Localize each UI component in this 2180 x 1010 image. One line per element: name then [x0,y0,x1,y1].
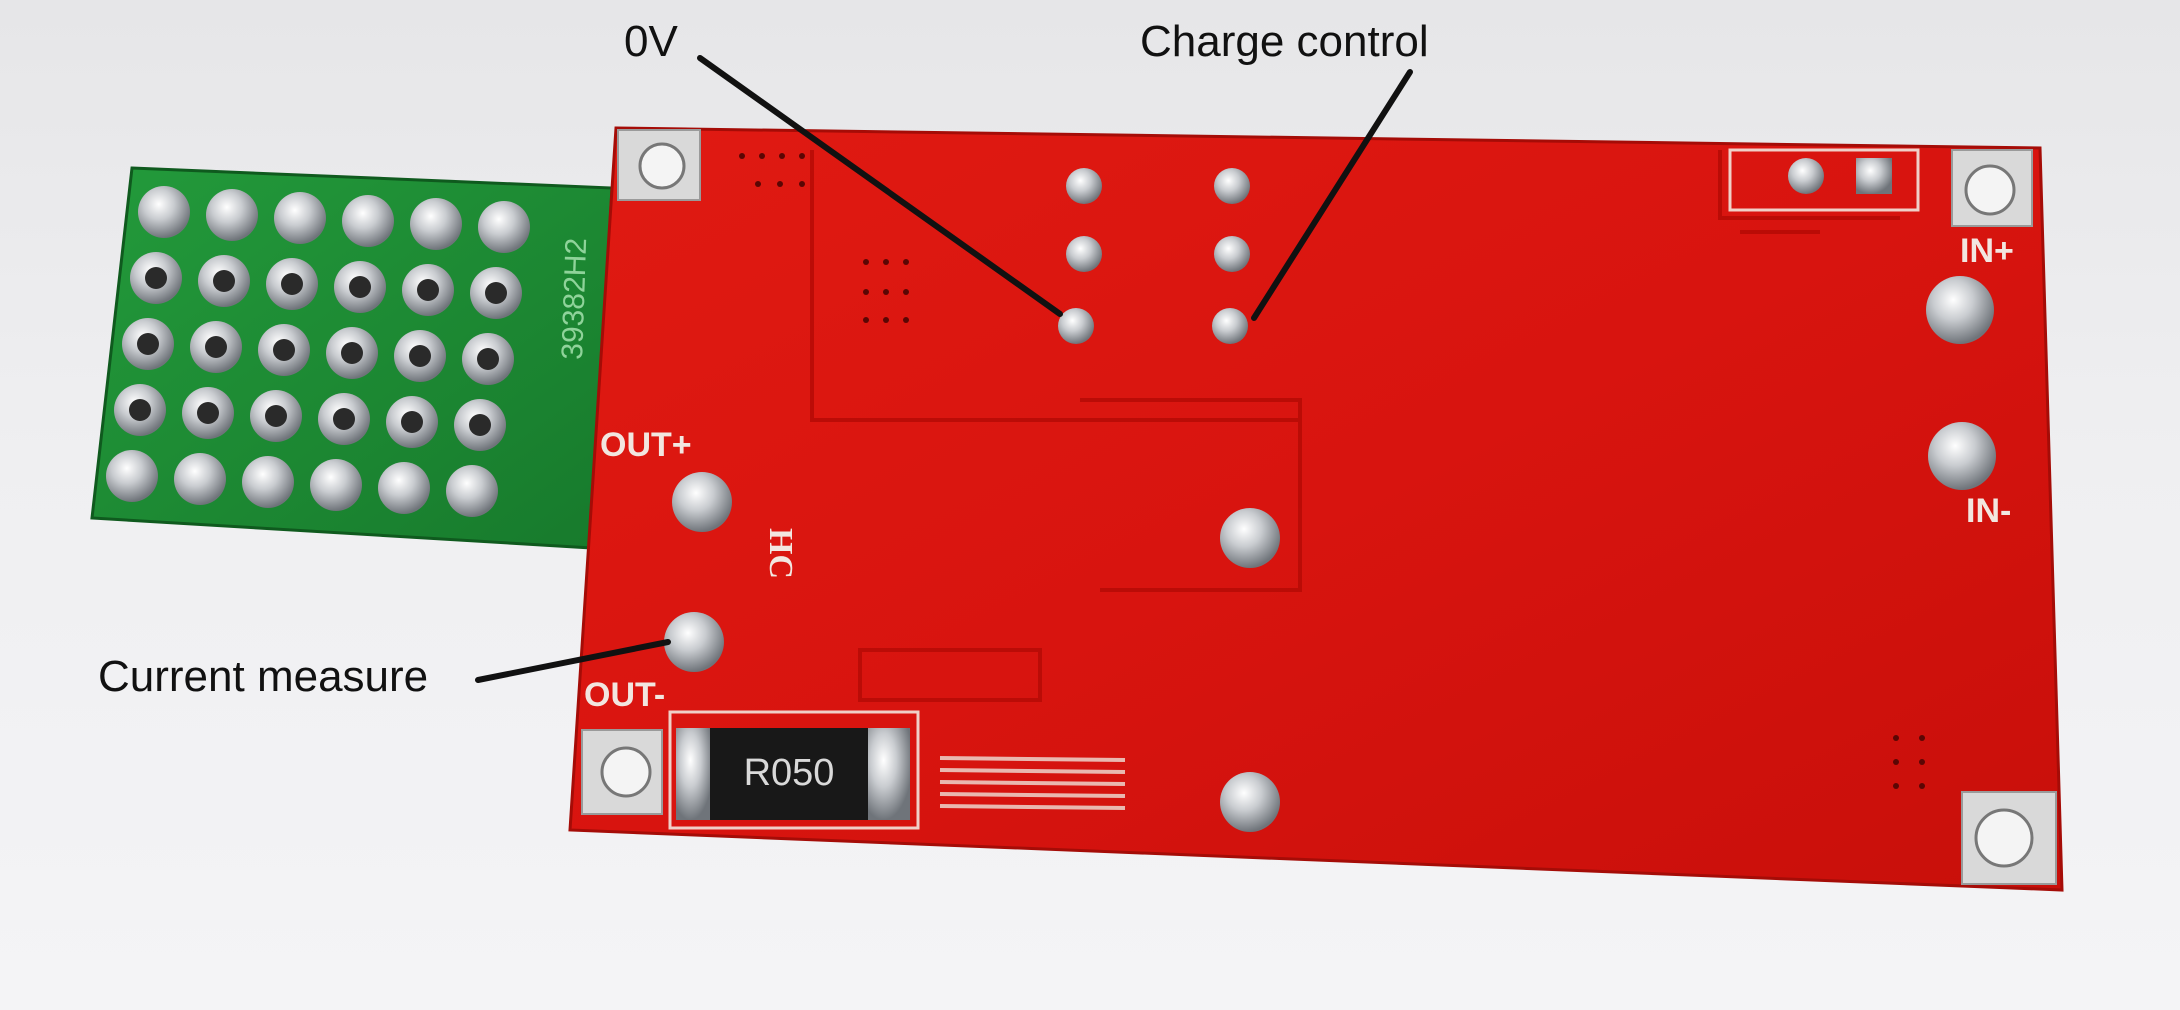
mounting-hole-top-left-icon [617,129,701,201]
perfboard-part-code: 39382H2 [556,237,593,360]
callout-lines [475,55,1413,683]
leader-charge-control [1251,69,1413,321]
callout-0v: 0V [624,17,678,66]
perfboard-hole [469,414,491,436]
perfboard-hole [417,279,439,301]
perfboard-pad [206,189,258,241]
callout-charge-control: Charge control [1140,17,1429,66]
leader-current-measure [475,639,671,683]
perfboard-pad [378,462,430,514]
perfboard-pad [342,195,394,247]
perfboard-hole [485,282,507,304]
perfboard-hole [197,402,219,424]
current-sense-resistor: R050 [668,710,920,830]
perfboard-hole [129,399,151,421]
perfboard-pad [446,465,498,517]
silkscreen-lines [939,756,1126,810]
perfboard-pads [106,186,530,517]
perfboard-hole [333,408,355,430]
solder-pad-icon [664,168,1996,832]
callout-current-measure: Current measure [98,652,429,701]
perfboard-hole [213,270,235,292]
perfboard-hole [145,267,167,289]
mounting-hole-bottom-right-icon [1961,791,2057,885]
perfboard-pad [310,459,362,511]
leader-0v [697,55,1063,317]
perfboard-hole [137,333,159,355]
perfboard-hole [477,348,499,370]
perfboard-hole [349,276,371,298]
perfboard-pad [478,201,530,253]
resistor-code: R050 [744,752,835,794]
perfboard: 39382H2 [90,166,614,550]
vias [739,153,1925,789]
perfboard-pad [174,453,226,505]
label-maker-mark: HC [762,528,799,579]
label-out-plus: OUT+ [600,426,692,464]
perfboard-hole [265,405,287,427]
perfboard-pad [410,198,462,250]
perfboard-pad [274,192,326,244]
mounting-hole-bottom-left-icon [581,729,663,815]
perfboard-hole [409,345,431,367]
perfboard-hole [341,342,363,364]
label-out-minus: OUT- [584,676,665,714]
perfboard-hole [401,411,423,433]
mounting-hole-top-right-icon [1951,149,2033,227]
perfboard-hole [205,336,227,358]
label-in-plus: IN+ [1960,232,2014,270]
board-traces [810,150,1900,702]
input-connector [1728,148,1920,212]
perfboard-hole [273,339,295,361]
label-in-minus: IN- [1966,492,2011,530]
perfboard-pad [242,456,294,508]
perfboard-hole [281,273,303,295]
perfboard-pad [106,450,158,502]
perfboard-pad [138,186,190,238]
main-board: R050 OUT+ OUT- IN+ IN- HC [568,126,2064,892]
